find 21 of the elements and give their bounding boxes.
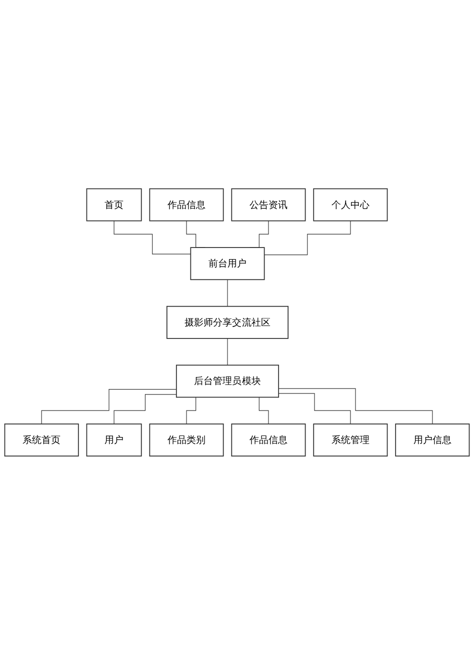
node-box: 作品信息 [149, 188, 224, 222]
connector [114, 394, 177, 424]
node-box: 系统首页 [4, 424, 79, 457]
connector [227, 279, 228, 307]
node-box: 用户 [86, 424, 142, 457]
connector [278, 393, 351, 424]
node-box: 作品信息 [231, 424, 306, 457]
node-box: 首页 [86, 188, 142, 222]
node-box: 系统管理 [313, 424, 388, 457]
connector [264, 220, 351, 256]
node-box: 作品类别 [149, 424, 224, 457]
connector [41, 389, 177, 424]
node-box: 后台管理员模块 [176, 364, 280, 398]
node-box: 个人中心 [313, 188, 388, 222]
node-box: 公告资讯 [231, 188, 306, 222]
connector [227, 338, 228, 366]
node-box: 摄影师分享交流社区 [166, 306, 289, 339]
connector [278, 388, 433, 424]
connector [114, 220, 191, 254]
node-box: 前台用户 [190, 247, 265, 280]
node-box: 用户信息 [395, 424, 470, 457]
